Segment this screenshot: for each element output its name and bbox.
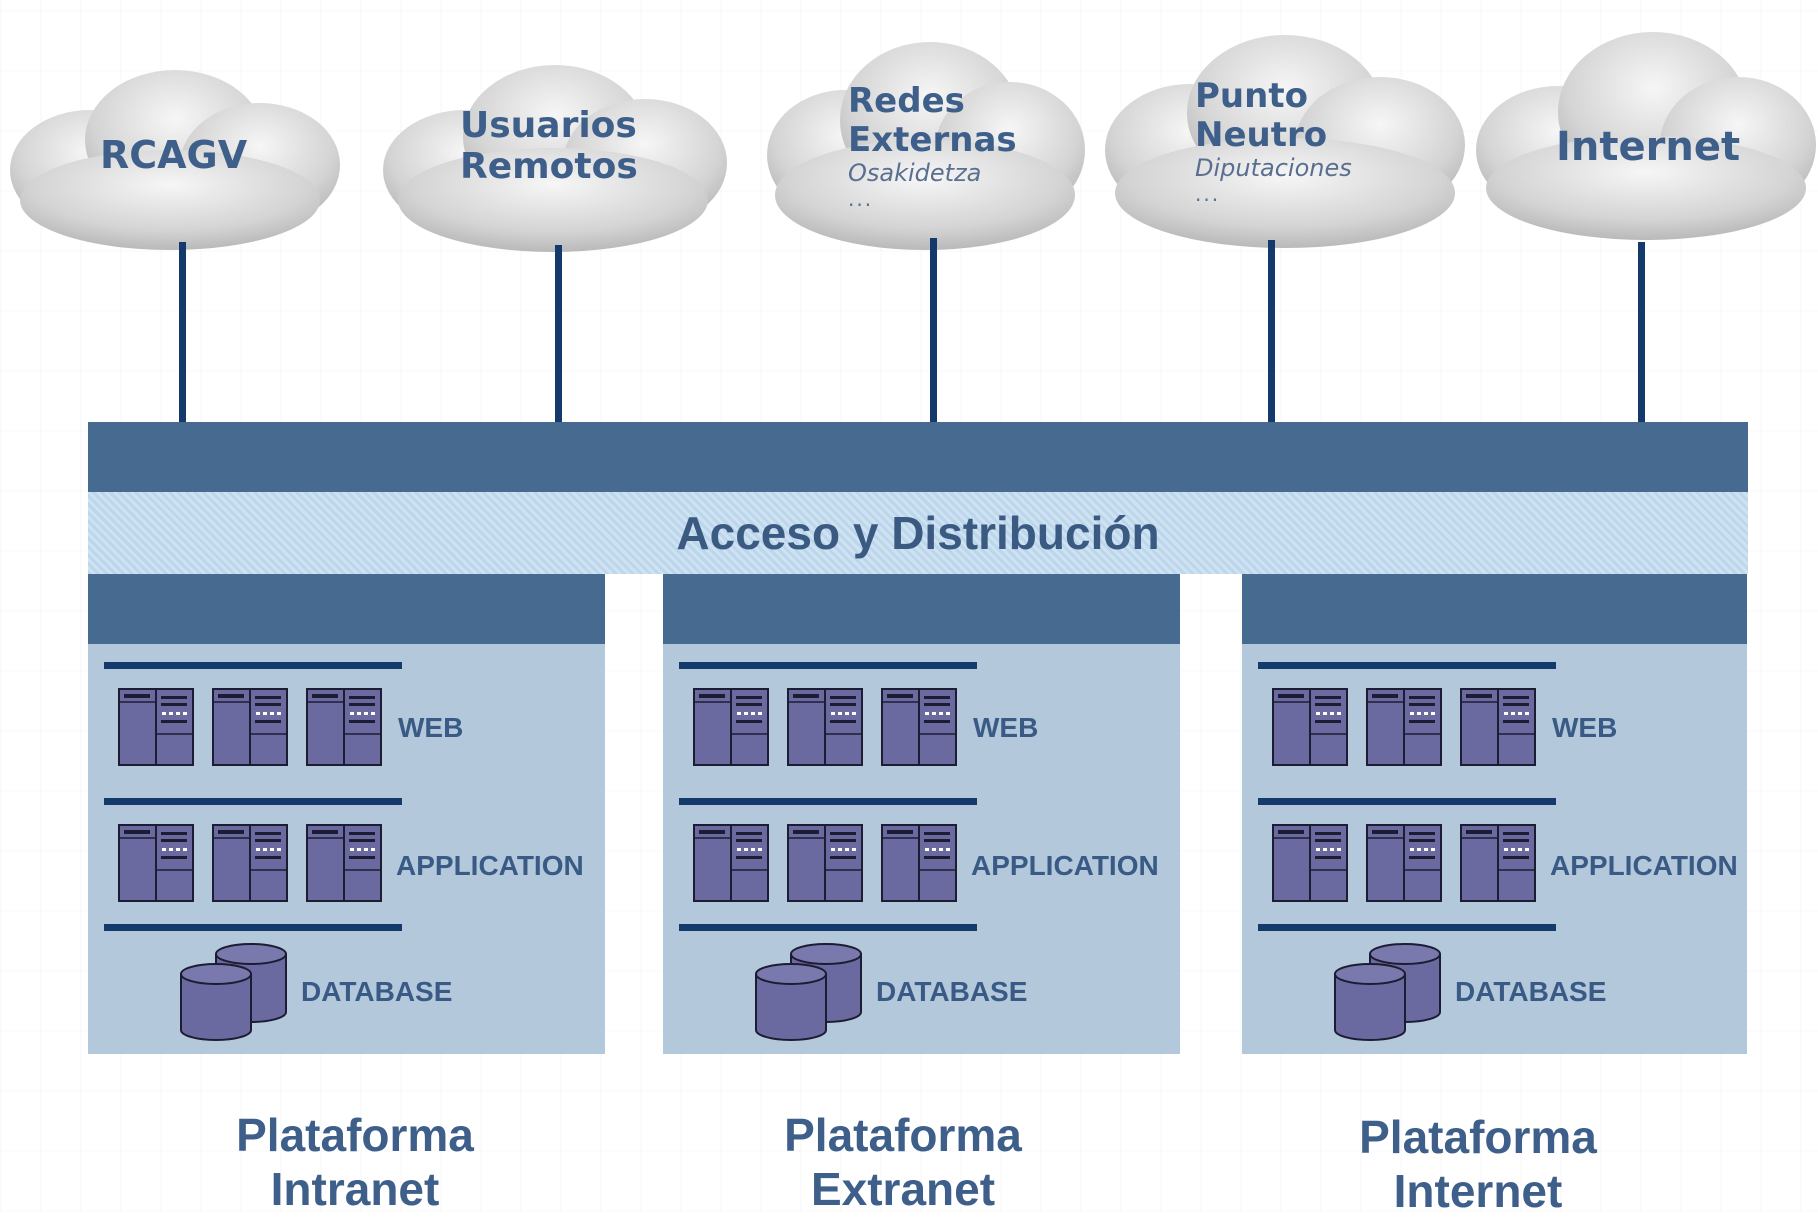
database-icon xyxy=(753,942,865,1042)
cloud-shape xyxy=(10,70,340,250)
connector-line xyxy=(1638,242,1645,424)
platform-caption-internet: Plataforma Internet xyxy=(1268,1110,1688,1219)
cloud-label-line2: Remotos xyxy=(460,146,638,188)
application-server-icon xyxy=(212,824,288,902)
cloud-rcagv: RCAGV xyxy=(0,60,350,260)
web-tier-line xyxy=(1258,662,1556,669)
database-tier-label: DATABASE xyxy=(1455,976,1607,1007)
web-tier-label: WEB xyxy=(1552,712,1618,743)
connector-line xyxy=(930,238,937,424)
connector-line xyxy=(555,245,562,424)
cloud-shape xyxy=(1105,35,1465,248)
database-tier-label: DATABASE xyxy=(301,976,453,1007)
application-tier-label: APPLICATION xyxy=(396,850,584,881)
database-icon xyxy=(178,942,290,1042)
database-tier-line xyxy=(679,924,977,931)
cloud-redes-externas: Redes Externas Osakidetza ... xyxy=(760,30,1090,260)
platform-caption-extranet: Plataforma Extranet xyxy=(693,1108,1113,1217)
platform-caption-intranet: Plataforma Intranet xyxy=(145,1108,565,1217)
caption-line2: Extranet xyxy=(810,1163,996,1216)
cloud-label-line2: Externas xyxy=(848,120,1017,161)
application-server-icon xyxy=(1460,824,1536,902)
web-server-icon xyxy=(1272,688,1348,766)
cloud-label-line1: Punto xyxy=(1195,76,1308,116)
cloud-label-line1: RCAGV xyxy=(100,133,248,177)
web-tier-line xyxy=(679,662,977,669)
platform-header xyxy=(88,574,605,644)
cloud-label-line2: Neutro xyxy=(1195,115,1328,156)
caption-line1: Plataforma xyxy=(784,1109,1022,1161)
cloud-punto-neutro: Punto Neutro Diputaciones ... xyxy=(1095,25,1475,260)
application-server-icon xyxy=(118,824,194,902)
application-server-icon xyxy=(787,824,863,902)
cloud-sublabel: Diputaciones xyxy=(1195,154,1352,183)
application-tier-label: APPLICATION xyxy=(971,850,1159,881)
database-tier-line xyxy=(1258,924,1556,931)
caption-line1: Plataforma xyxy=(1359,1111,1597,1163)
web-server-icon xyxy=(787,688,863,766)
application-tier-line xyxy=(1258,798,1556,805)
access-bus xyxy=(88,422,1748,492)
cloud-ellipsis: ... xyxy=(848,186,874,211)
caption-line2: Internet xyxy=(1393,1165,1563,1218)
platform-header xyxy=(1242,574,1747,644)
cloud-shape xyxy=(383,65,727,252)
application-tier-line xyxy=(679,798,977,805)
application-server-icon xyxy=(1272,824,1348,902)
cloud-ellipsis: ... xyxy=(1195,181,1221,206)
application-server-icon xyxy=(693,824,769,902)
web-server-row xyxy=(1272,688,1536,766)
database-tier-line xyxy=(104,924,402,931)
cloud-shape xyxy=(767,42,1085,250)
web-tier-line xyxy=(104,662,402,669)
application-server-icon xyxy=(881,824,957,902)
application-tier-line xyxy=(104,798,402,805)
access-band: Acceso y Distribución xyxy=(88,492,1748,574)
web-server-icon xyxy=(881,688,957,766)
database-icon xyxy=(1332,942,1444,1042)
database-tier-label: DATABASE xyxy=(876,976,1028,1007)
platform-header xyxy=(663,574,1180,644)
web-server-icon xyxy=(1366,688,1442,766)
web-server-row xyxy=(118,688,382,766)
platform-panel-internet: WEB APPLICATION DATABASE xyxy=(1242,574,1747,1054)
platform-panel-intranet: WEB APPLICATION DATABASE xyxy=(88,574,605,1054)
application-server-row xyxy=(693,824,957,902)
application-server-icon xyxy=(1366,824,1442,902)
web-server-icon xyxy=(212,688,288,766)
web-server-icon xyxy=(306,688,382,766)
web-server-icon xyxy=(693,688,769,766)
application-server-row xyxy=(1272,824,1536,902)
cloud-label-line1: Usuarios xyxy=(460,105,637,146)
cloud-usuarios-remotos: Usuarios Remotos xyxy=(375,55,735,260)
cloud-shape xyxy=(1476,32,1816,240)
application-tier-label: APPLICATION xyxy=(1550,850,1738,881)
cloud-label-line1: Redes xyxy=(848,81,965,121)
web-server-row xyxy=(693,688,957,766)
platform-panel-extranet: WEB APPLICATION DATABASE xyxy=(663,574,1180,1054)
application-server-icon xyxy=(306,824,382,902)
cloud-sublabel: Osakidetza xyxy=(848,159,982,188)
web-server-icon xyxy=(118,688,194,766)
web-tier-label: WEB xyxy=(973,712,1039,743)
web-server-icon xyxy=(1460,688,1536,766)
caption-line2: Intranet xyxy=(270,1163,440,1216)
cloud-label-line1: Internet xyxy=(1556,124,1741,170)
bus-title: Acceso y Distribución xyxy=(676,507,1160,559)
connector-line xyxy=(179,242,186,424)
web-tier-label: WEB xyxy=(398,712,464,743)
caption-line1: Plataforma xyxy=(236,1109,474,1161)
application-server-row xyxy=(118,824,382,902)
cloud-internet: Internet xyxy=(1468,20,1818,250)
connector-line xyxy=(1268,240,1275,424)
